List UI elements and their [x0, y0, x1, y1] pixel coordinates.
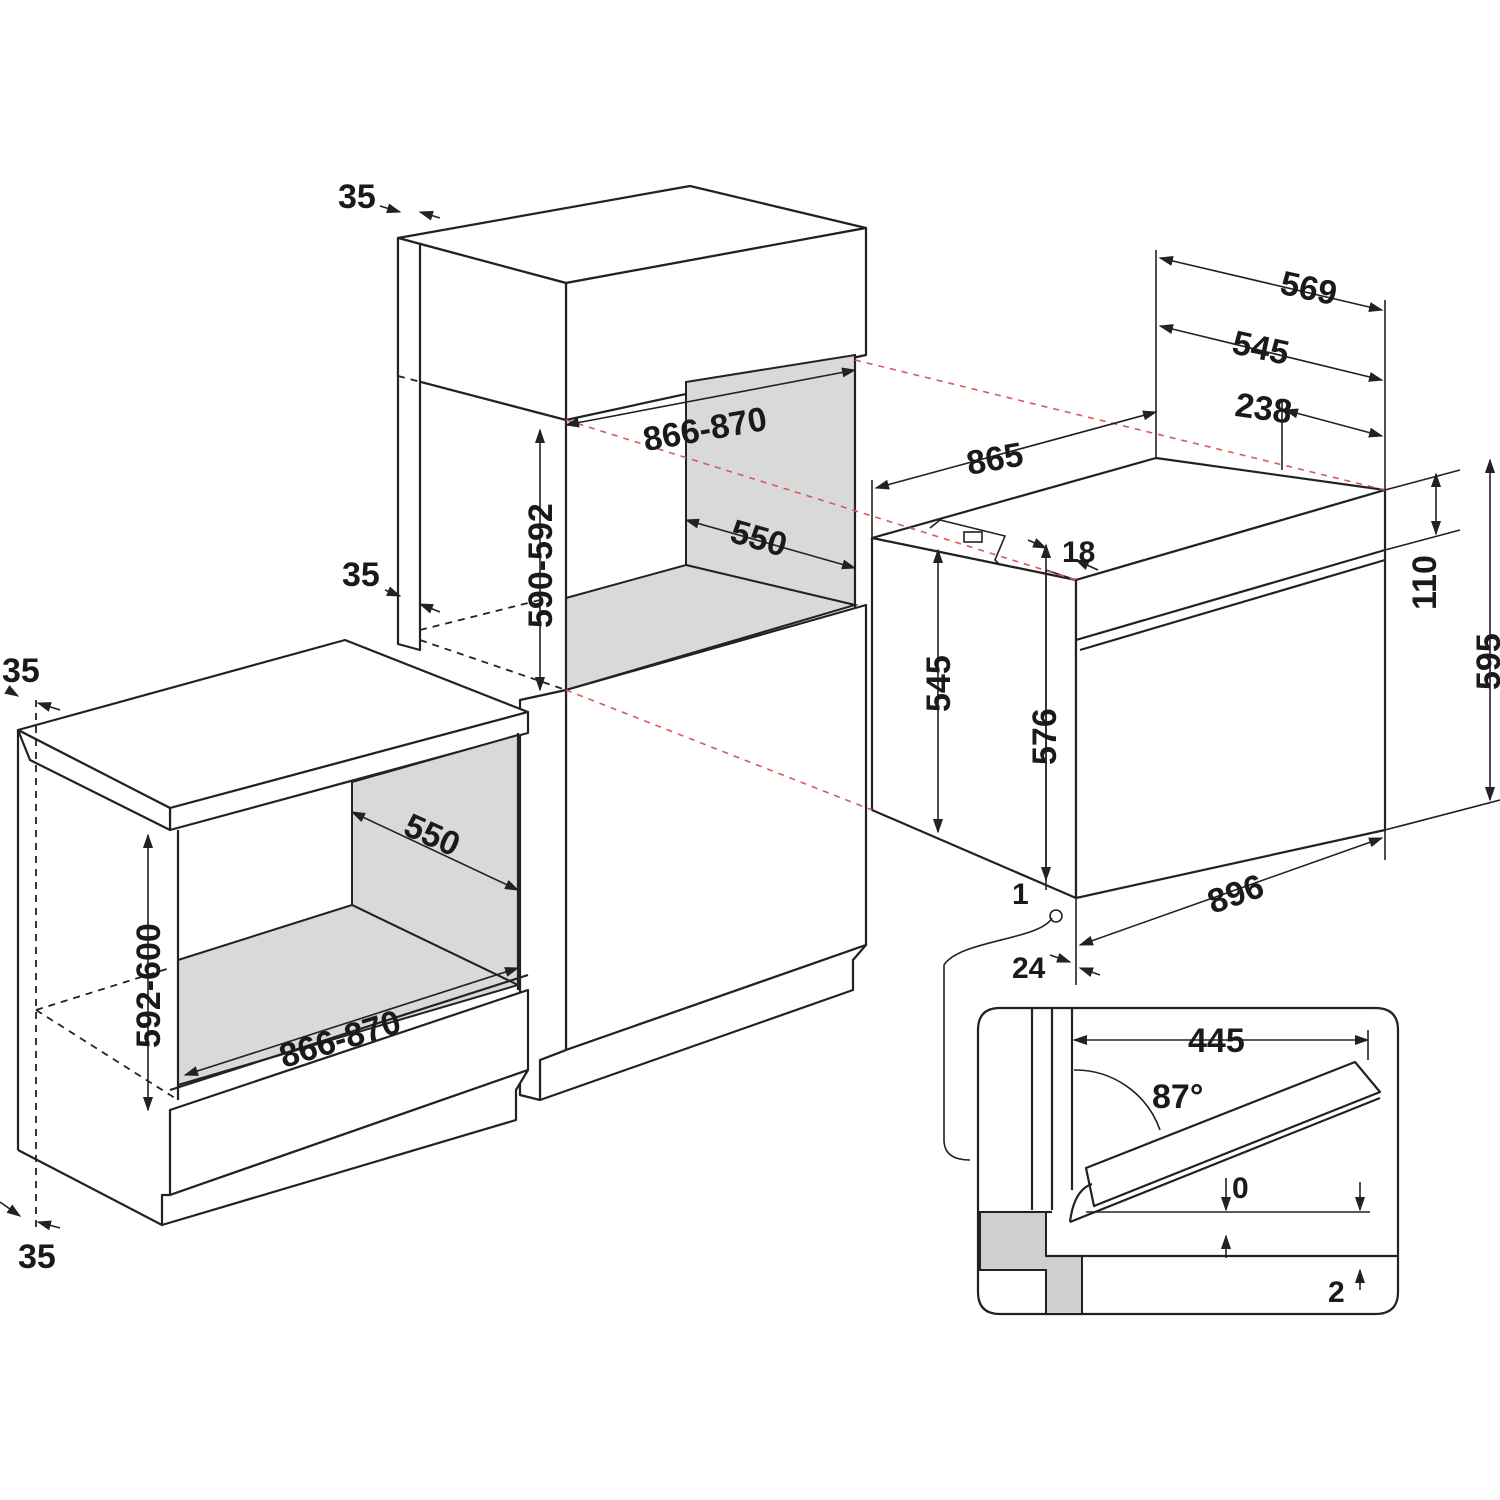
label-oven-depth-total: 569 — [1277, 264, 1340, 313]
door-detail-inset — [943, 909, 1400, 1316]
label-oven-depth-top: 238 — [1233, 386, 1294, 432]
label-oven-total-height: 595 — [1470, 633, 1500, 690]
label-oven-gap: 1 — [1012, 878, 1029, 911]
label-oven-width-body: 865 — [964, 436, 1026, 483]
base-cabinet — [16, 638, 530, 1230]
label-oven-depth-body: 545 — [1229, 324, 1292, 373]
label-door-angle: 87° — [1152, 1078, 1203, 1116]
dimension-lines — [0, 203, 1500, 1290]
label-left-35-top: 35 — [2, 652, 40, 690]
label-door-gap-top: 0 — [1232, 1172, 1249, 1205]
oven-body — [870, 456, 1387, 900]
label-door-gap-bottom: 2 — [1328, 1276, 1345, 1309]
label-top-35-a: 35 — [338, 178, 376, 216]
label-top-35-b: 35 — [342, 556, 380, 594]
label-oven-panel-thickness: 18 — [1062, 536, 1095, 569]
projection-lines — [565, 359, 1386, 811]
label-oven-front-offset: 24 — [1012, 952, 1046, 985]
label-oven-front-height: 576 — [1026, 708, 1064, 765]
label-oven-body-height: 545 — [920, 655, 958, 712]
label-left-35-bottom: 35 — [18, 1238, 56, 1276]
tall-opening-back — [685, 353, 856, 607]
label-oven-panel-height: 110 — [1406, 555, 1444, 610]
label-door-depth: 445 — [1188, 1022, 1245, 1060]
label-base-opening-height: 592-600 — [130, 923, 168, 1048]
label-oven-front-width: 896 — [1203, 867, 1269, 921]
label-tall-opening-height: 590-592 — [522, 503, 560, 628]
